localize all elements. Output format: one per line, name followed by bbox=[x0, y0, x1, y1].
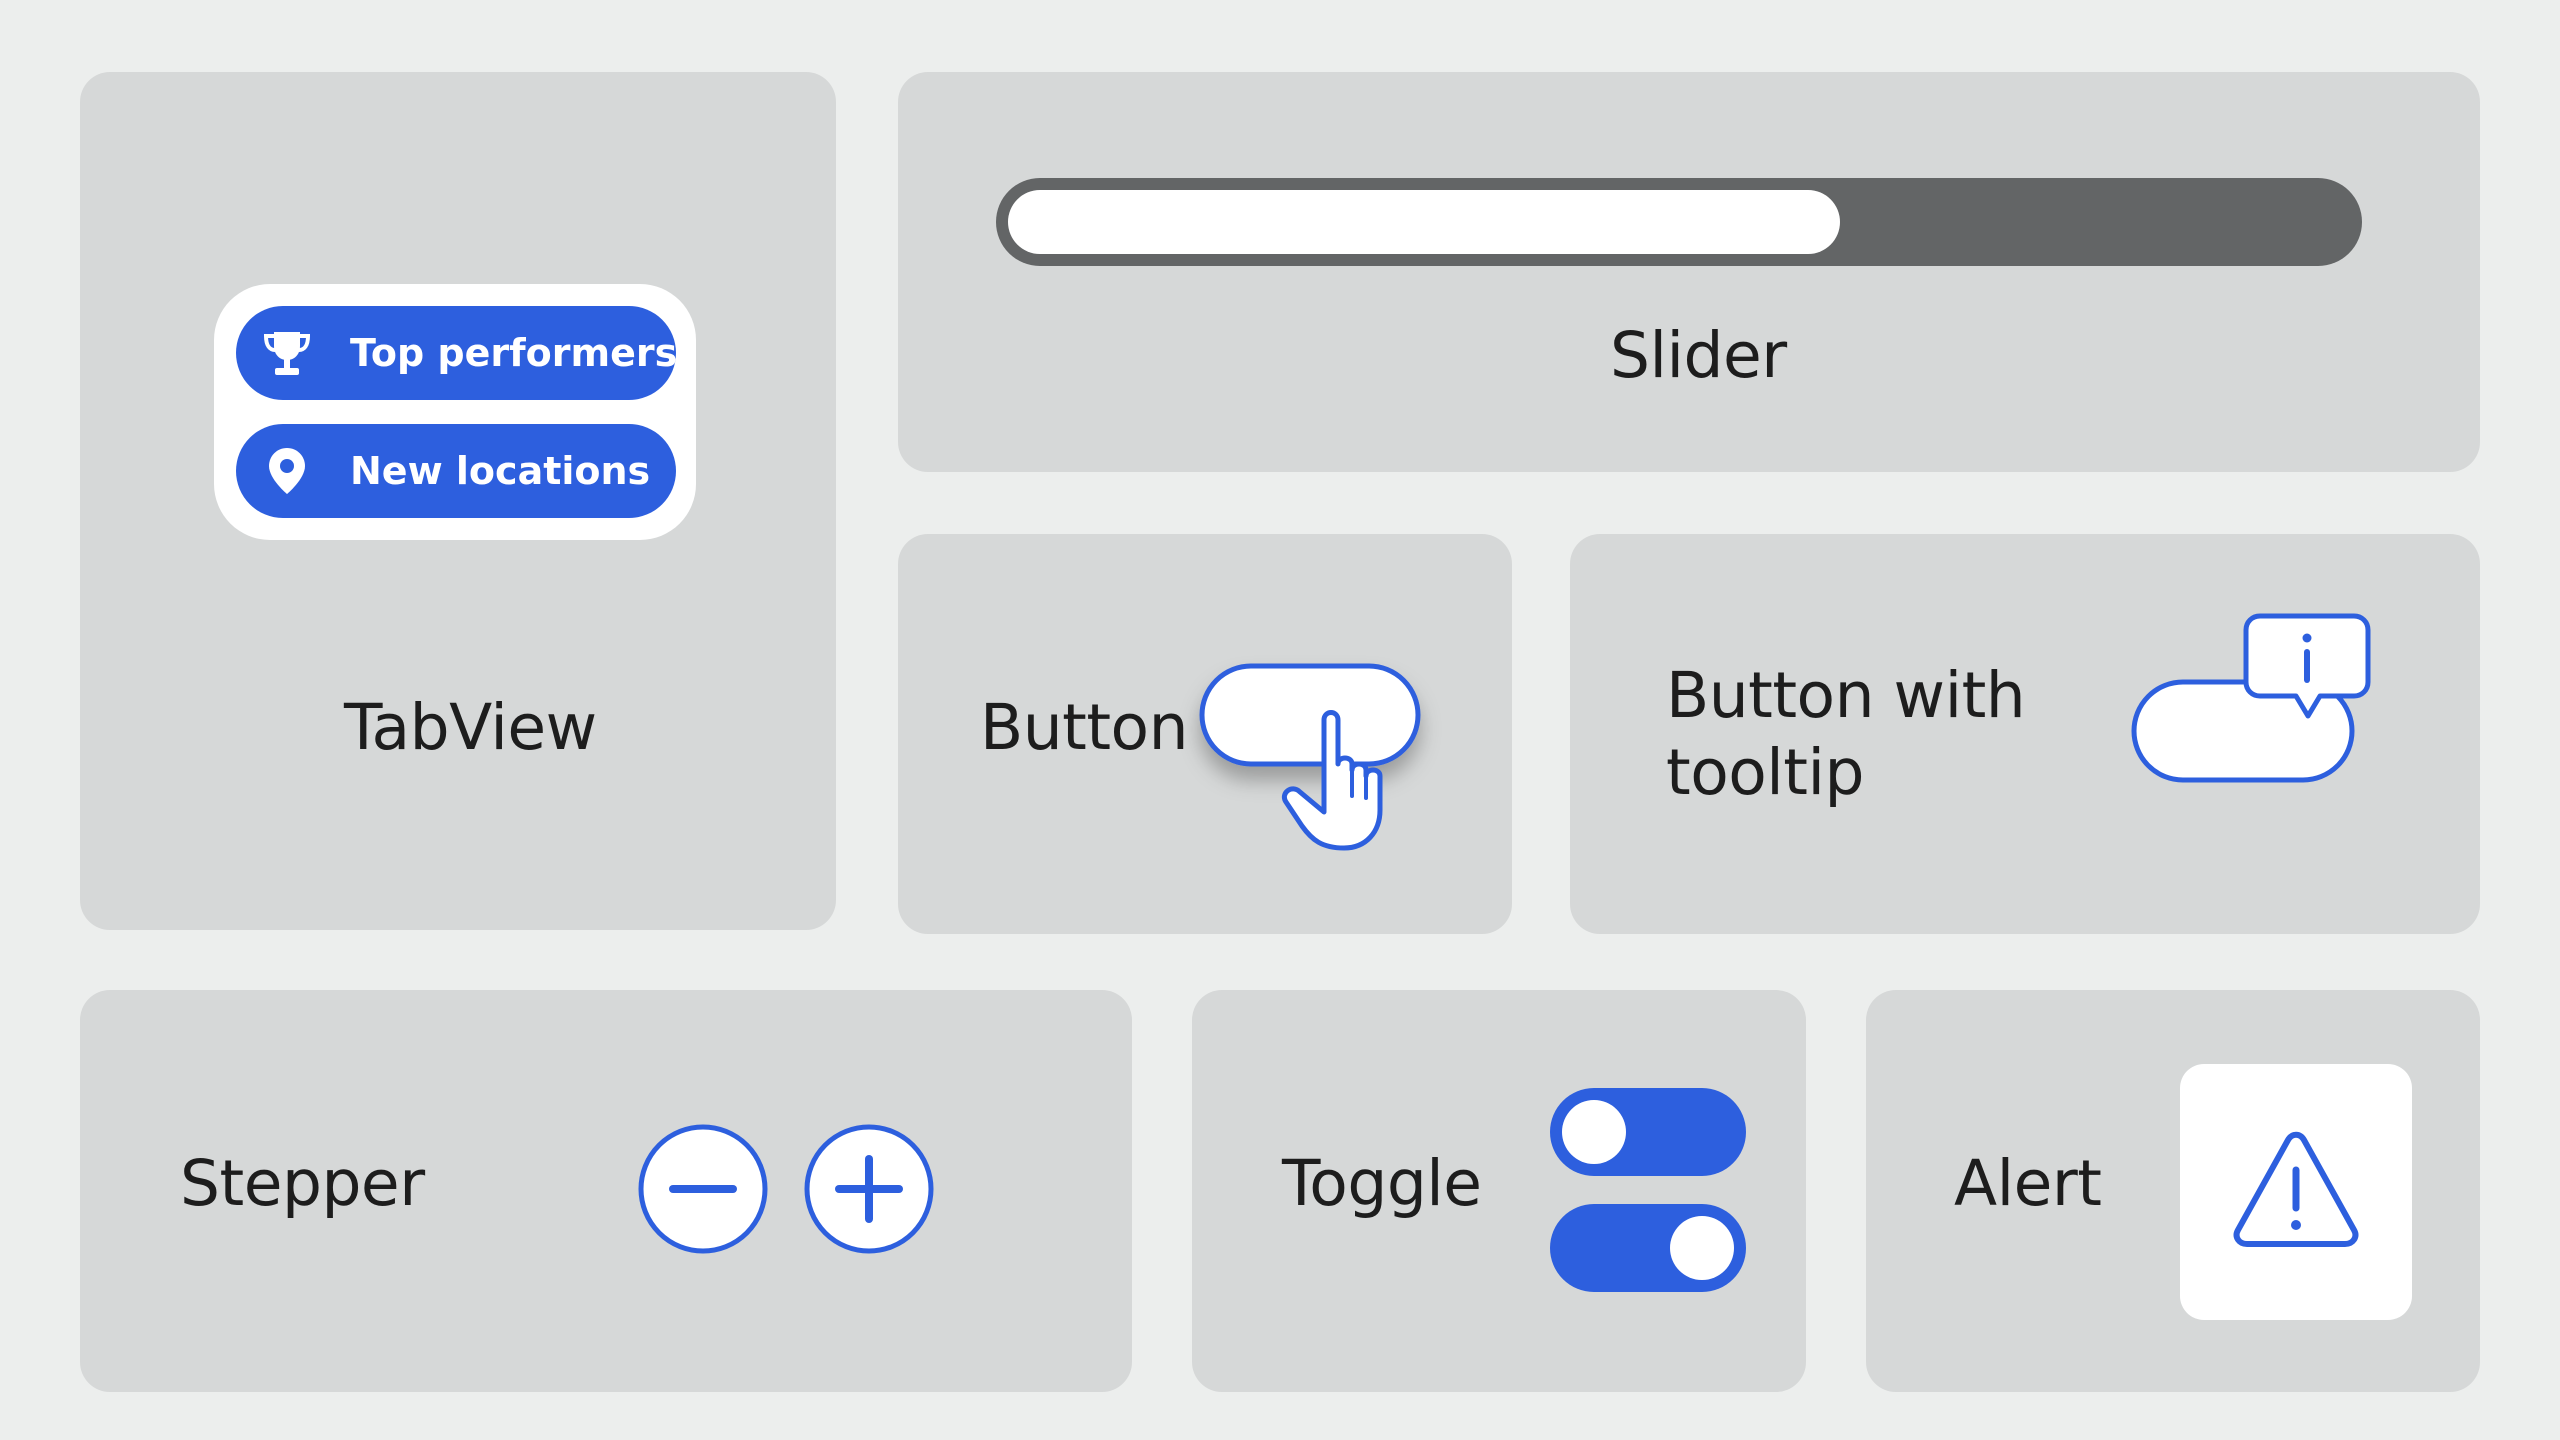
slider-card: Slider bbox=[898, 72, 2480, 472]
warning-icon bbox=[2233, 1131, 2359, 1247]
button-label: Button bbox=[980, 691, 1189, 764]
info-icon bbox=[2243, 613, 2371, 719]
tab-bar: Top performers New locations bbox=[214, 284, 696, 540]
stepper-decrement-button[interactable] bbox=[638, 1124, 768, 1254]
stepper-label: Stepper bbox=[180, 1147, 425, 1220]
tab-label: New locations bbox=[350, 449, 651, 493]
button-card: Button bbox=[898, 534, 1512, 934]
tab-label: Top performers bbox=[350, 331, 678, 375]
tab-top-performers[interactable]: Top performers bbox=[236, 306, 678, 400]
pointing-hand-icon bbox=[1282, 710, 1383, 851]
button-demo[interactable] bbox=[1198, 660, 1438, 860]
toggle-knob bbox=[1670, 1216, 1734, 1280]
tabview-label: TabView bbox=[344, 691, 597, 764]
slider-track[interactable] bbox=[996, 178, 2362, 266]
location-pin-icon bbox=[269, 448, 305, 494]
tooltip-button-card: Button with tooltip bbox=[1570, 534, 2480, 934]
toggle-switch-on[interactable] bbox=[1550, 1204, 1746, 1292]
plus-icon bbox=[835, 1155, 903, 1223]
toggle-label: Toggle bbox=[1282, 1147, 1482, 1220]
toggle-card: Toggle bbox=[1192, 990, 1806, 1392]
alert-card: Alert bbox=[1866, 990, 2480, 1392]
tooltip-demo-button-shape[interactable] bbox=[2131, 679, 2355, 783]
slider-label: Slider bbox=[1610, 319, 1787, 392]
tabview-card: Top performers New locations TabView bbox=[80, 72, 836, 930]
alert-label: Alert bbox=[1954, 1147, 2102, 1220]
tooltip-button-demo[interactable] bbox=[2130, 612, 2390, 792]
toggle-knob bbox=[1562, 1100, 1626, 1164]
tooltip-button-label-line2: tooltip bbox=[1666, 736, 1865, 809]
trophy-icon bbox=[263, 332, 311, 375]
tooltip-button-label-line1: Button with bbox=[1666, 659, 2026, 732]
stepper-increment-button[interactable] bbox=[804, 1124, 934, 1254]
slider-fill[interactable] bbox=[1008, 190, 1840, 254]
demo-button-shape[interactable] bbox=[1199, 663, 1421, 767]
tab-new-locations[interactable]: New locations bbox=[236, 424, 676, 518]
alert-box bbox=[2180, 1064, 2412, 1320]
stepper-card: Stepper bbox=[80, 990, 1132, 1392]
toggle-switch-off[interactable] bbox=[1550, 1088, 1746, 1176]
